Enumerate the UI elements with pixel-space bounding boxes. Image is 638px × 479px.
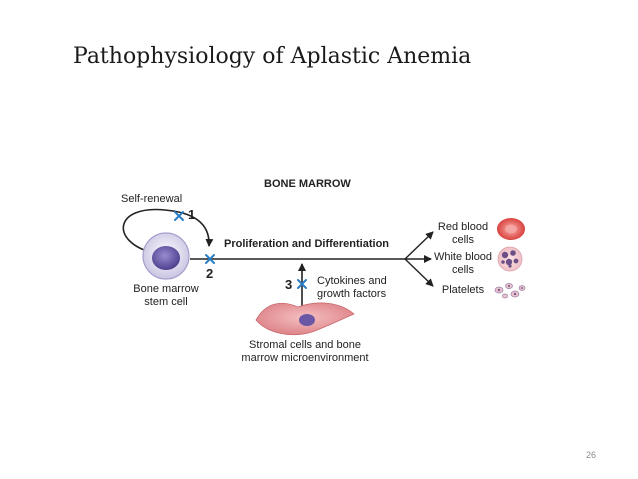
proliferation-label: Proliferation and Differentiation xyxy=(224,238,389,250)
self-renewal-loop-arrow xyxy=(122,208,214,253)
red-cells-label-line2: cells xyxy=(452,234,475,246)
marker-number-2: 2 xyxy=(206,266,213,281)
white-blood-cell-icon xyxy=(497,246,523,272)
block-marker-3 xyxy=(297,279,307,289)
stem-cell-label-line1: Bone marrow xyxy=(133,283,198,295)
slide-title: Pathophysiology of Aplastic Anemia xyxy=(73,44,472,69)
platelets-label: Platelets xyxy=(442,284,485,296)
arrow-to-red-cells xyxy=(404,231,434,260)
arrow-to-platelets xyxy=(404,258,434,287)
platelets-icon xyxy=(494,283,526,299)
self-renewal-label: Self-renewal xyxy=(121,193,182,205)
stem-cell-label-line2: stem cell xyxy=(144,296,187,308)
stromal-label-line1: Stromal cells and bone xyxy=(249,339,361,351)
white-cells-label-line1: White blood xyxy=(434,251,492,263)
cytokines-label-line2: growth factors xyxy=(317,288,387,300)
stromal-cell xyxy=(255,302,355,336)
stromal-label-line2: marrow microenvironment xyxy=(241,352,368,364)
diagram-header: BONE MARROW xyxy=(264,178,351,190)
red-blood-cell-icon xyxy=(497,218,525,240)
block-marker-2 xyxy=(205,254,215,264)
white-cells-label-line2: cells xyxy=(452,264,475,276)
block-marker-1 xyxy=(174,211,184,221)
stem-cell xyxy=(142,232,190,280)
red-cells-label-line1: Red blood xyxy=(438,221,488,233)
marker-number-3: 3 xyxy=(285,277,292,292)
marker-number-1: 1 xyxy=(188,207,195,222)
cytokines-label-line1: Cytokines and xyxy=(317,275,387,287)
page-number: 26 xyxy=(586,450,597,460)
